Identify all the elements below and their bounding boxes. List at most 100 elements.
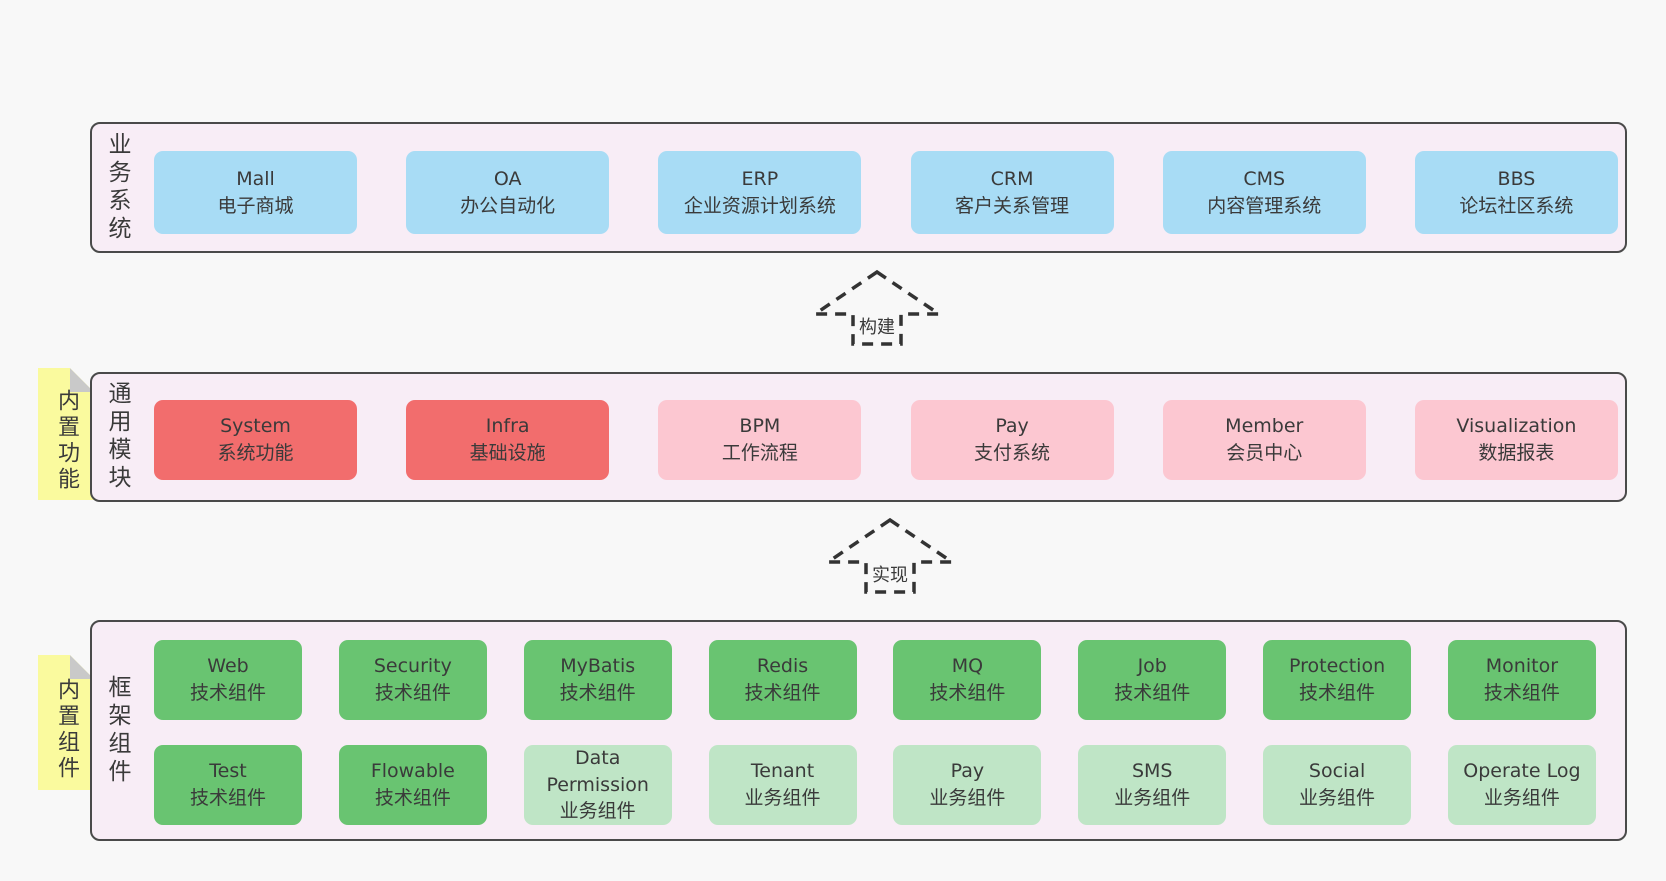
box-mq: MQ 技术组件	[893, 640, 1042, 720]
box-subtitle: 基础设施	[469, 442, 546, 464]
arrow-label: 实现	[869, 560, 911, 588]
box-title: Test	[209, 760, 247, 783]
box-subtitle: 技术组件	[1114, 682, 1191, 704]
box-title: MyBatis	[560, 655, 636, 678]
box-title: Data Permission	[546, 746, 649, 796]
box-title: Redis	[756, 655, 809, 678]
box-title: Flowable	[370, 760, 455, 783]
box-title: Infra	[485, 415, 530, 438]
box-title: CRM	[990, 167, 1034, 190]
box-job: Job 技术组件	[1078, 640, 1227, 720]
box-bbs: BBS 论坛社区系统	[1414, 151, 1618, 234]
box-subtitle: 业务组件	[559, 800, 636, 823]
dashed-up-arrow-icon	[822, 517, 958, 594]
box-security: Security 技术组件	[338, 640, 487, 720]
box-subtitle: 技术组件	[189, 787, 266, 809]
box-subtitle: 业务组件	[1483, 787, 1560, 809]
box-title: OA	[493, 167, 522, 190]
box-title: Pay	[995, 415, 1029, 438]
box-subtitle: 工作流程	[721, 442, 798, 464]
box-test: Test 技术组件	[154, 745, 302, 825]
sticky-tab-label: 内置功能	[54, 389, 79, 493]
box-title: BBS	[1497, 167, 1536, 190]
box-cms: CMS 内容管理系统	[1162, 151, 1366, 234]
box-subtitle: 论坛社区系统	[1459, 194, 1574, 217]
up-arrow-implement: 实现	[822, 516, 958, 596]
box-subtitle: 技术组件	[744, 682, 821, 704]
sticky-tab-built-in-components: 内置组件	[38, 655, 94, 790]
box-visualization: Visualization 数据报表	[1414, 400, 1618, 480]
box-title: Protection	[1289, 655, 1386, 678]
box-subtitle: 业务组件	[1114, 787, 1191, 809]
box-crm: CRM 客户关系管理	[910, 151, 1114, 234]
box-title: MQ	[951, 655, 984, 678]
section-side-label: 业务系统	[104, 131, 130, 244]
box-mall: Mall 电子商城	[154, 151, 357, 234]
box-title: BPM	[739, 415, 781, 438]
box-subtitle: 支付系统	[974, 442, 1051, 464]
box-title: System	[220, 415, 291, 438]
box-title: Social	[1308, 760, 1366, 783]
box-monitor: Monitor 技术组件	[1447, 640, 1596, 720]
box-title: CMS	[1243, 167, 1286, 190]
box-subtitle: 技术组件	[1483, 682, 1560, 704]
sticky-tab-label: 内置组件	[54, 677, 79, 782]
box-pay: Pay 业务组件	[893, 745, 1042, 825]
box-mybatis: MyBatis 技术组件	[523, 640, 672, 720]
box-subtitle: 业务组件	[744, 787, 821, 809]
box-subtitle: 数据报表	[1478, 442, 1555, 464]
section-side-label: 通用模块	[104, 381, 130, 493]
box-erp: ERP 企业资源计划系统	[658, 151, 862, 234]
box-subtitle: 技术组件	[559, 682, 636, 704]
box-subtitle: 技术组件	[929, 682, 1006, 704]
dashed-up-arrow-icon	[809, 269, 945, 346]
box-title: Security	[373, 655, 452, 678]
up-arrow-build: 构建	[809, 268, 945, 348]
box-member: Member 会员中心	[1162, 400, 1366, 480]
box-subtitle: 业务组件	[929, 787, 1006, 809]
box-title: Tenant	[750, 760, 815, 783]
box-subtitle: 技术组件	[189, 682, 266, 704]
arrow-label: 构建	[856, 312, 898, 340]
box-data-permission: Data Permission 业务组件	[523, 745, 672, 825]
box-subtitle: 办公自动化	[460, 194, 556, 217]
box-title: Member	[1225, 415, 1304, 438]
sticky-tab-built-in-features: 内置功能	[38, 368, 94, 500]
box-subtitle: 会员中心	[1226, 442, 1303, 464]
box-subtitle: 业务组件	[1299, 787, 1376, 809]
box-title: Pay	[950, 760, 985, 783]
business-systems-row: Mall 电子商城 OA 办公自动化 ERP 企业资源计划系统 CRM 客户关系管理 CMS 内容…	[154, 151, 1618, 234]
box-title: Monitor	[1485, 655, 1559, 678]
box-subtitle: 技术组件	[374, 787, 451, 809]
box-subtitle: 内容管理系统	[1207, 194, 1322, 217]
box-web: Web 技术组件	[154, 640, 302, 720]
box-redis: Redis 技术组件	[708, 640, 857, 720]
box-protection: Protection 技术组件	[1263, 640, 1412, 720]
section-side-label: 框架组件	[104, 674, 130, 787]
box-subtitle: 技术组件	[374, 682, 451, 704]
box-title: Job	[1137, 655, 1167, 678]
box-pay: Pay 支付系统	[910, 400, 1114, 480]
box-title: Mall	[236, 167, 275, 190]
box-social: Social 业务组件	[1263, 745, 1412, 825]
box-subtitle: 企业资源计划系统	[683, 194, 836, 217]
box-title: ERP	[741, 167, 779, 190]
box-subtitle: 客户关系管理	[955, 194, 1070, 217]
box-infra: Infra 基础设施	[406, 400, 610, 480]
box-flowable: Flowable 技术组件	[338, 745, 487, 825]
box-title: Web	[207, 655, 249, 678]
box-subtitle: 技术组件	[1299, 682, 1376, 704]
box-title: Visualization	[1456, 415, 1577, 438]
box-oa: OA 办公自动化	[406, 151, 610, 234]
box-subtitle: 电子商城	[217, 194, 294, 217]
box-tenant: Tenant 业务组件	[708, 745, 857, 825]
